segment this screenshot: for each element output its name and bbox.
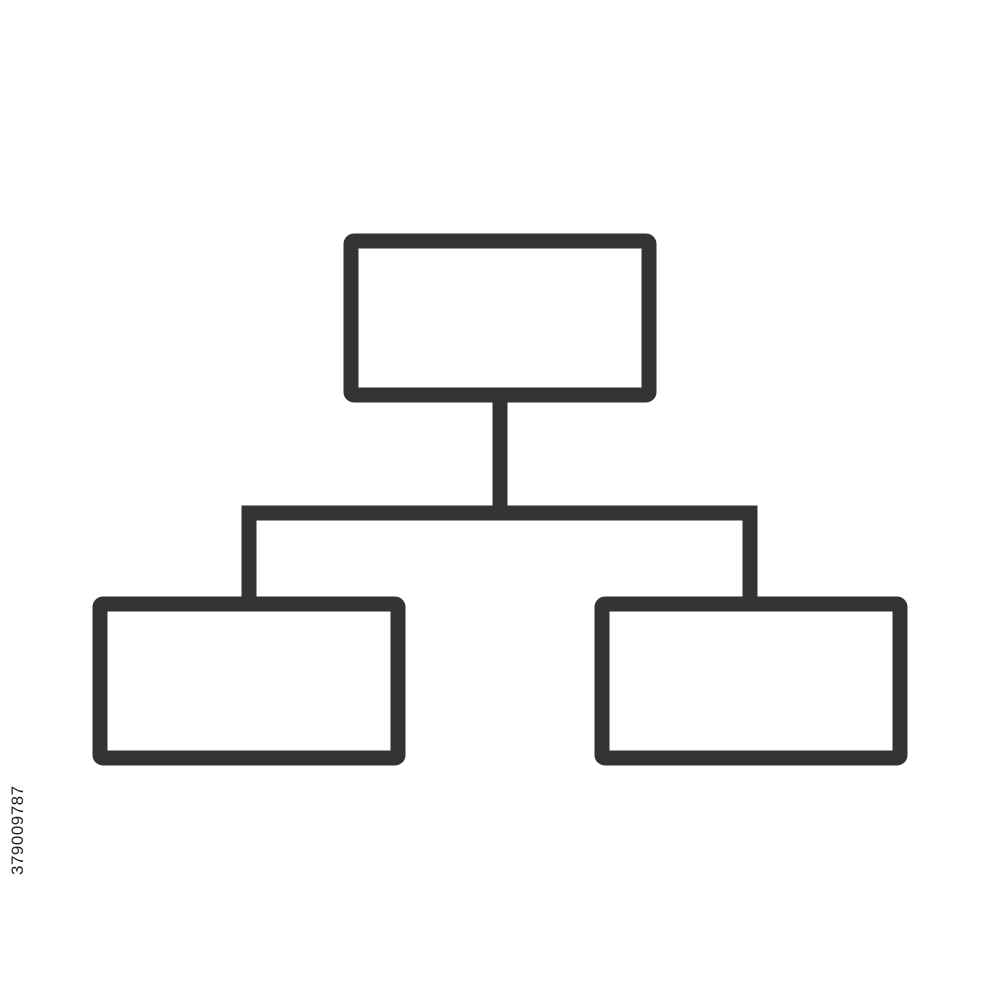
- connector-lines: [241, 392, 758, 611]
- parent-node-box: [343, 233, 657, 403]
- left-child-node-box: [92, 596, 406, 766]
- right-child-node-box: [594, 596, 908, 766]
- stock-image-id: 379009787: [8, 785, 27, 875]
- connector-branch: [241, 505, 758, 611]
